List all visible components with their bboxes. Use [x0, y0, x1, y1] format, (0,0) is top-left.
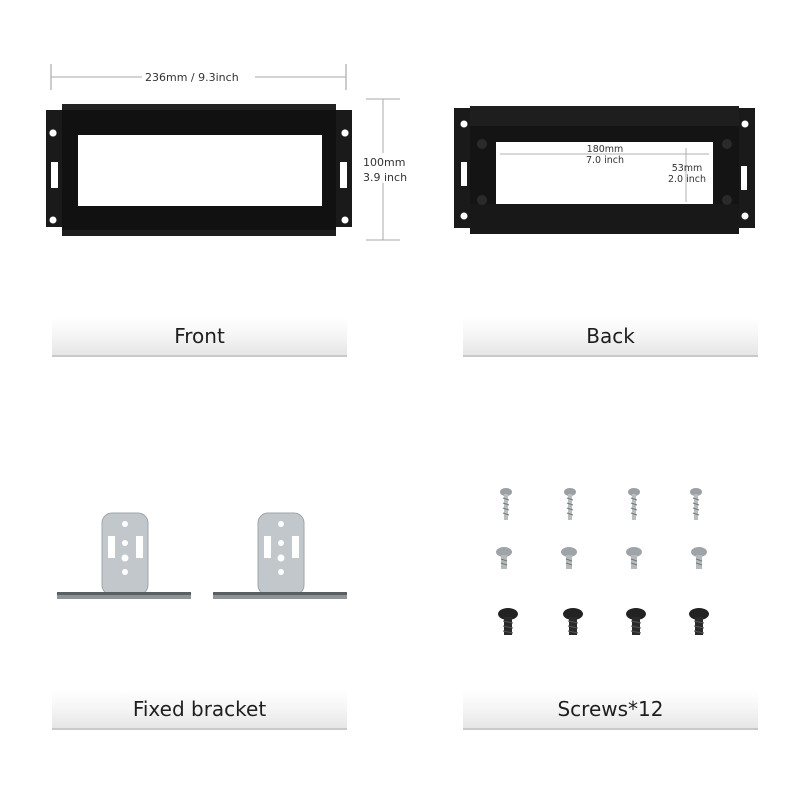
back-label: Back	[463, 317, 758, 357]
front-width-label: 236mm / 9.3inch	[145, 71, 239, 84]
front-height-in: 3.9 inch	[363, 171, 408, 184]
bracket-right-image	[213, 512, 347, 599]
back-panel-image	[454, 106, 755, 234]
front-width-dimension	[50, 64, 347, 90]
back-width-label: 180mm 7.0 inch	[580, 144, 630, 166]
front-panel-image	[46, 104, 352, 236]
back-height-mm: 53mm	[671, 163, 703, 174]
screws-image	[495, 487, 710, 636]
back-width-in: 7.0 inch	[585, 155, 625, 166]
screws-label: Screws*12	[463, 690, 758, 730]
back-height-label: 53mm 2.0 inch	[666, 163, 708, 185]
bracket-label: Fixed bracket	[52, 690, 347, 730]
back-width-mm: 180mm	[586, 144, 624, 155]
front-height-dimension	[366, 98, 400, 241]
back-height-in: 2.0 inch	[667, 174, 707, 185]
front-label: Front	[52, 317, 347, 357]
bracket-left-image	[57, 512, 191, 599]
front-height-mm: 100mm	[363, 156, 406, 169]
